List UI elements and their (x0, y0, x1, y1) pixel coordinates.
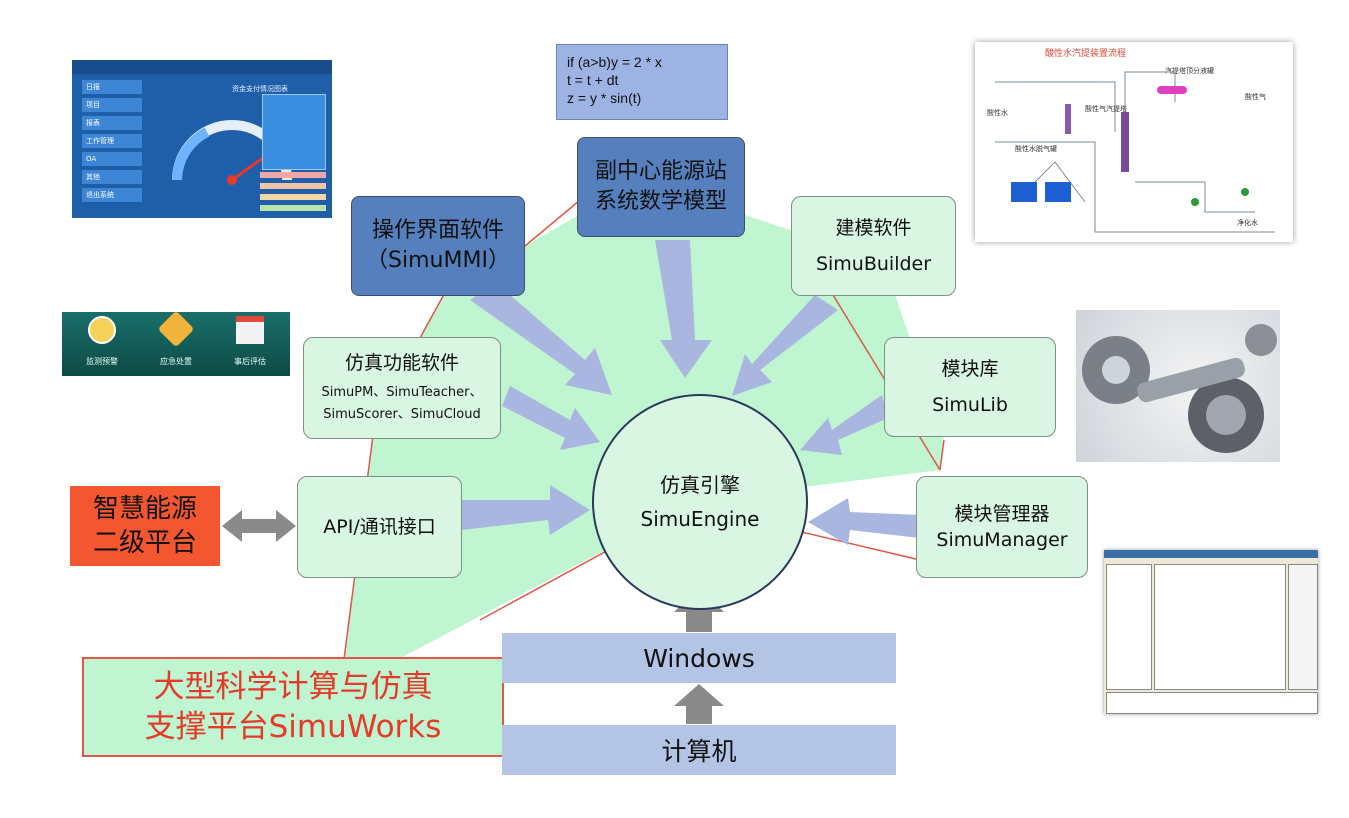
simumanager-box: 模块管理器 SimuManager (916, 476, 1088, 578)
arrow-function (502, 386, 600, 450)
arrow-lib (800, 395, 888, 455)
gears-photo (1076, 310, 1280, 462)
indicator-bar (260, 183, 326, 189)
dashboard-side-panel (262, 94, 326, 170)
math-model-line1: 副中心能源站 (594, 159, 727, 184)
dashboard-button: OA (82, 152, 142, 166)
dashboard-topbar (72, 60, 332, 74)
engine-sub: SimuEngine (640, 507, 760, 531)
process-label: 酸性水 (987, 109, 1008, 117)
engine-name: 仿真引擎 (660, 473, 740, 497)
code-snippet: if (a>b)y = 2 * x t = t + dt z = y * sin… (556, 44, 728, 120)
arrow-model (655, 240, 712, 378)
icon-label: 监测预警 (86, 357, 118, 366)
process-label: 酸性水脱气罐 (1015, 145, 1057, 153)
dashboard-button: 报表 (82, 116, 142, 130)
indicator-bar (260, 172, 326, 178)
icon-strip-item: 应急处置 (146, 312, 206, 367)
icon-strip-item: 监测预警 (72, 316, 132, 367)
engine-arrows (462, 240, 920, 545)
arrow-windows-up (674, 588, 724, 632)
simuworks-line2: 支撑平台SimuWorks (144, 709, 442, 745)
simummi-line1: 操作界面软件 (371, 218, 504, 243)
simuworks-line1: 大型科学计算与仿真 (153, 669, 433, 705)
window-status-panel (1106, 692, 1318, 714)
arrow-double (222, 510, 296, 542)
dashboard-button: 日报 (82, 80, 142, 94)
platform-line2: 二级平台 (92, 528, 197, 558)
energy-platform-box: 智慧能源 二级平台 (70, 486, 220, 566)
math-model-line2: 系统数学模型 (594, 189, 727, 214)
gears-icon (1082, 324, 1277, 453)
indicator-bar (260, 205, 326, 211)
window-titlebar (1104, 550, 1318, 558)
process-flow-screenshot: 酸性水汽提装置流程 汽提塔顶分液罐 酸性水 酸性气 酸性气汽提塔 酸性水脱气罐 … (975, 42, 1293, 242)
chain-icon (157, 312, 195, 348)
icon-label: 应急处置 (160, 357, 192, 366)
arrow-manager (808, 498, 920, 545)
function-line3: SimuScorer、SimuCloud (323, 407, 481, 422)
dashboard-indicators (260, 172, 326, 216)
process-title: 酸性水汽提装置流程 (1045, 49, 1127, 59)
api-line1: API/通讯接口 (323, 516, 436, 538)
code-line: if (a>b)y = 2 * x (567, 54, 662, 70)
simuworks-box: 大型科学计算与仿真 支撑平台SimuWorks (82, 657, 504, 757)
code-line: t = t + dt (567, 72, 619, 88)
simumanager-line2: SimuManager (936, 529, 1068, 551)
math-model-box: 副中心能源站 系统数学模型 (577, 137, 745, 237)
simulib-line1: 模块库 (941, 358, 999, 380)
dashboard-button: 退出系统 (82, 188, 142, 202)
windows-bar: Windows (502, 633, 896, 683)
process-label: 汽提塔顶分液罐 (1165, 67, 1214, 75)
dashboard-button: 工作管理 (82, 134, 142, 148)
function-line2: SimuPM、SimuTeacher、 (321, 385, 483, 400)
simubuilder-line1: 建模软件 (835, 217, 912, 239)
simulation-function-box: 仿真功能软件 SimuPM、SimuTeacher、 SimuScorer、Si… (303, 337, 501, 439)
arrow-builder (732, 295, 838, 396)
simummi-line2: （SimuMMI） (366, 248, 510, 273)
window-tree-panel (1106, 564, 1152, 690)
indicator-bar (260, 194, 326, 200)
simulib-box: 模块库 SimuLib (884, 337, 1056, 437)
platform-line1: 智慧能源 (92, 494, 197, 524)
dashboard-button: 项目 (82, 98, 142, 112)
simubuilder-box: 建模软件 SimuBuilder (791, 196, 956, 296)
simummi-box: 操作界面软件 （SimuMMI） (351, 196, 525, 296)
dashboard-title: 资金支付情况图表 (232, 85, 288, 93)
arrow-mmi (470, 282, 612, 395)
simubuilder-line2: SimuBuilder (815, 253, 932, 275)
arrow-api (462, 485, 590, 535)
window-right-panel (1288, 564, 1318, 690)
dashboard-screenshot: 日报 项目 报表 工作管理 OA 其他 退出系统 资金支付情况图表 (72, 60, 332, 218)
simumanager-line1: 模块管理器 (954, 503, 1050, 525)
dashboard-button: 其他 (82, 170, 142, 184)
icon-strip-item: 事后评估 (220, 316, 280, 367)
process-diagram (995, 71, 1275, 233)
software-window-screenshot (1104, 550, 1318, 714)
function-line1: 仿真功能软件 (344, 352, 459, 374)
window-table-panel (1154, 564, 1286, 690)
code-line: z = y * sin(t) (567, 90, 642, 106)
icon-label: 事后评估 (234, 357, 266, 366)
process-label: 净化水 (1237, 219, 1258, 227)
simuengine-circle: 仿真引擎 SimuEngine (592, 394, 808, 610)
dashboard-button-list: 日报 项目 报表 工作管理 OA 其他 退出系统 (82, 80, 142, 206)
computer-label: 计算机 (661, 737, 737, 766)
clock-icon (88, 316, 116, 344)
process-label: 酸性气 (1245, 93, 1266, 101)
calendar-icon (236, 316, 264, 344)
api-box: API/通讯接口 (297, 476, 462, 578)
windows-label: Windows (643, 643, 755, 673)
grey-arrows (222, 510, 724, 724)
arrow-computer-up (674, 684, 724, 724)
icon-strip-screenshot: 监测预警 应急处置 事后评估 (62, 312, 290, 376)
computer-bar: 计算机 (502, 725, 896, 775)
simulib-line2: SimuLib (932, 394, 1008, 416)
process-label: 酸性气汽提塔 (1085, 105, 1127, 113)
